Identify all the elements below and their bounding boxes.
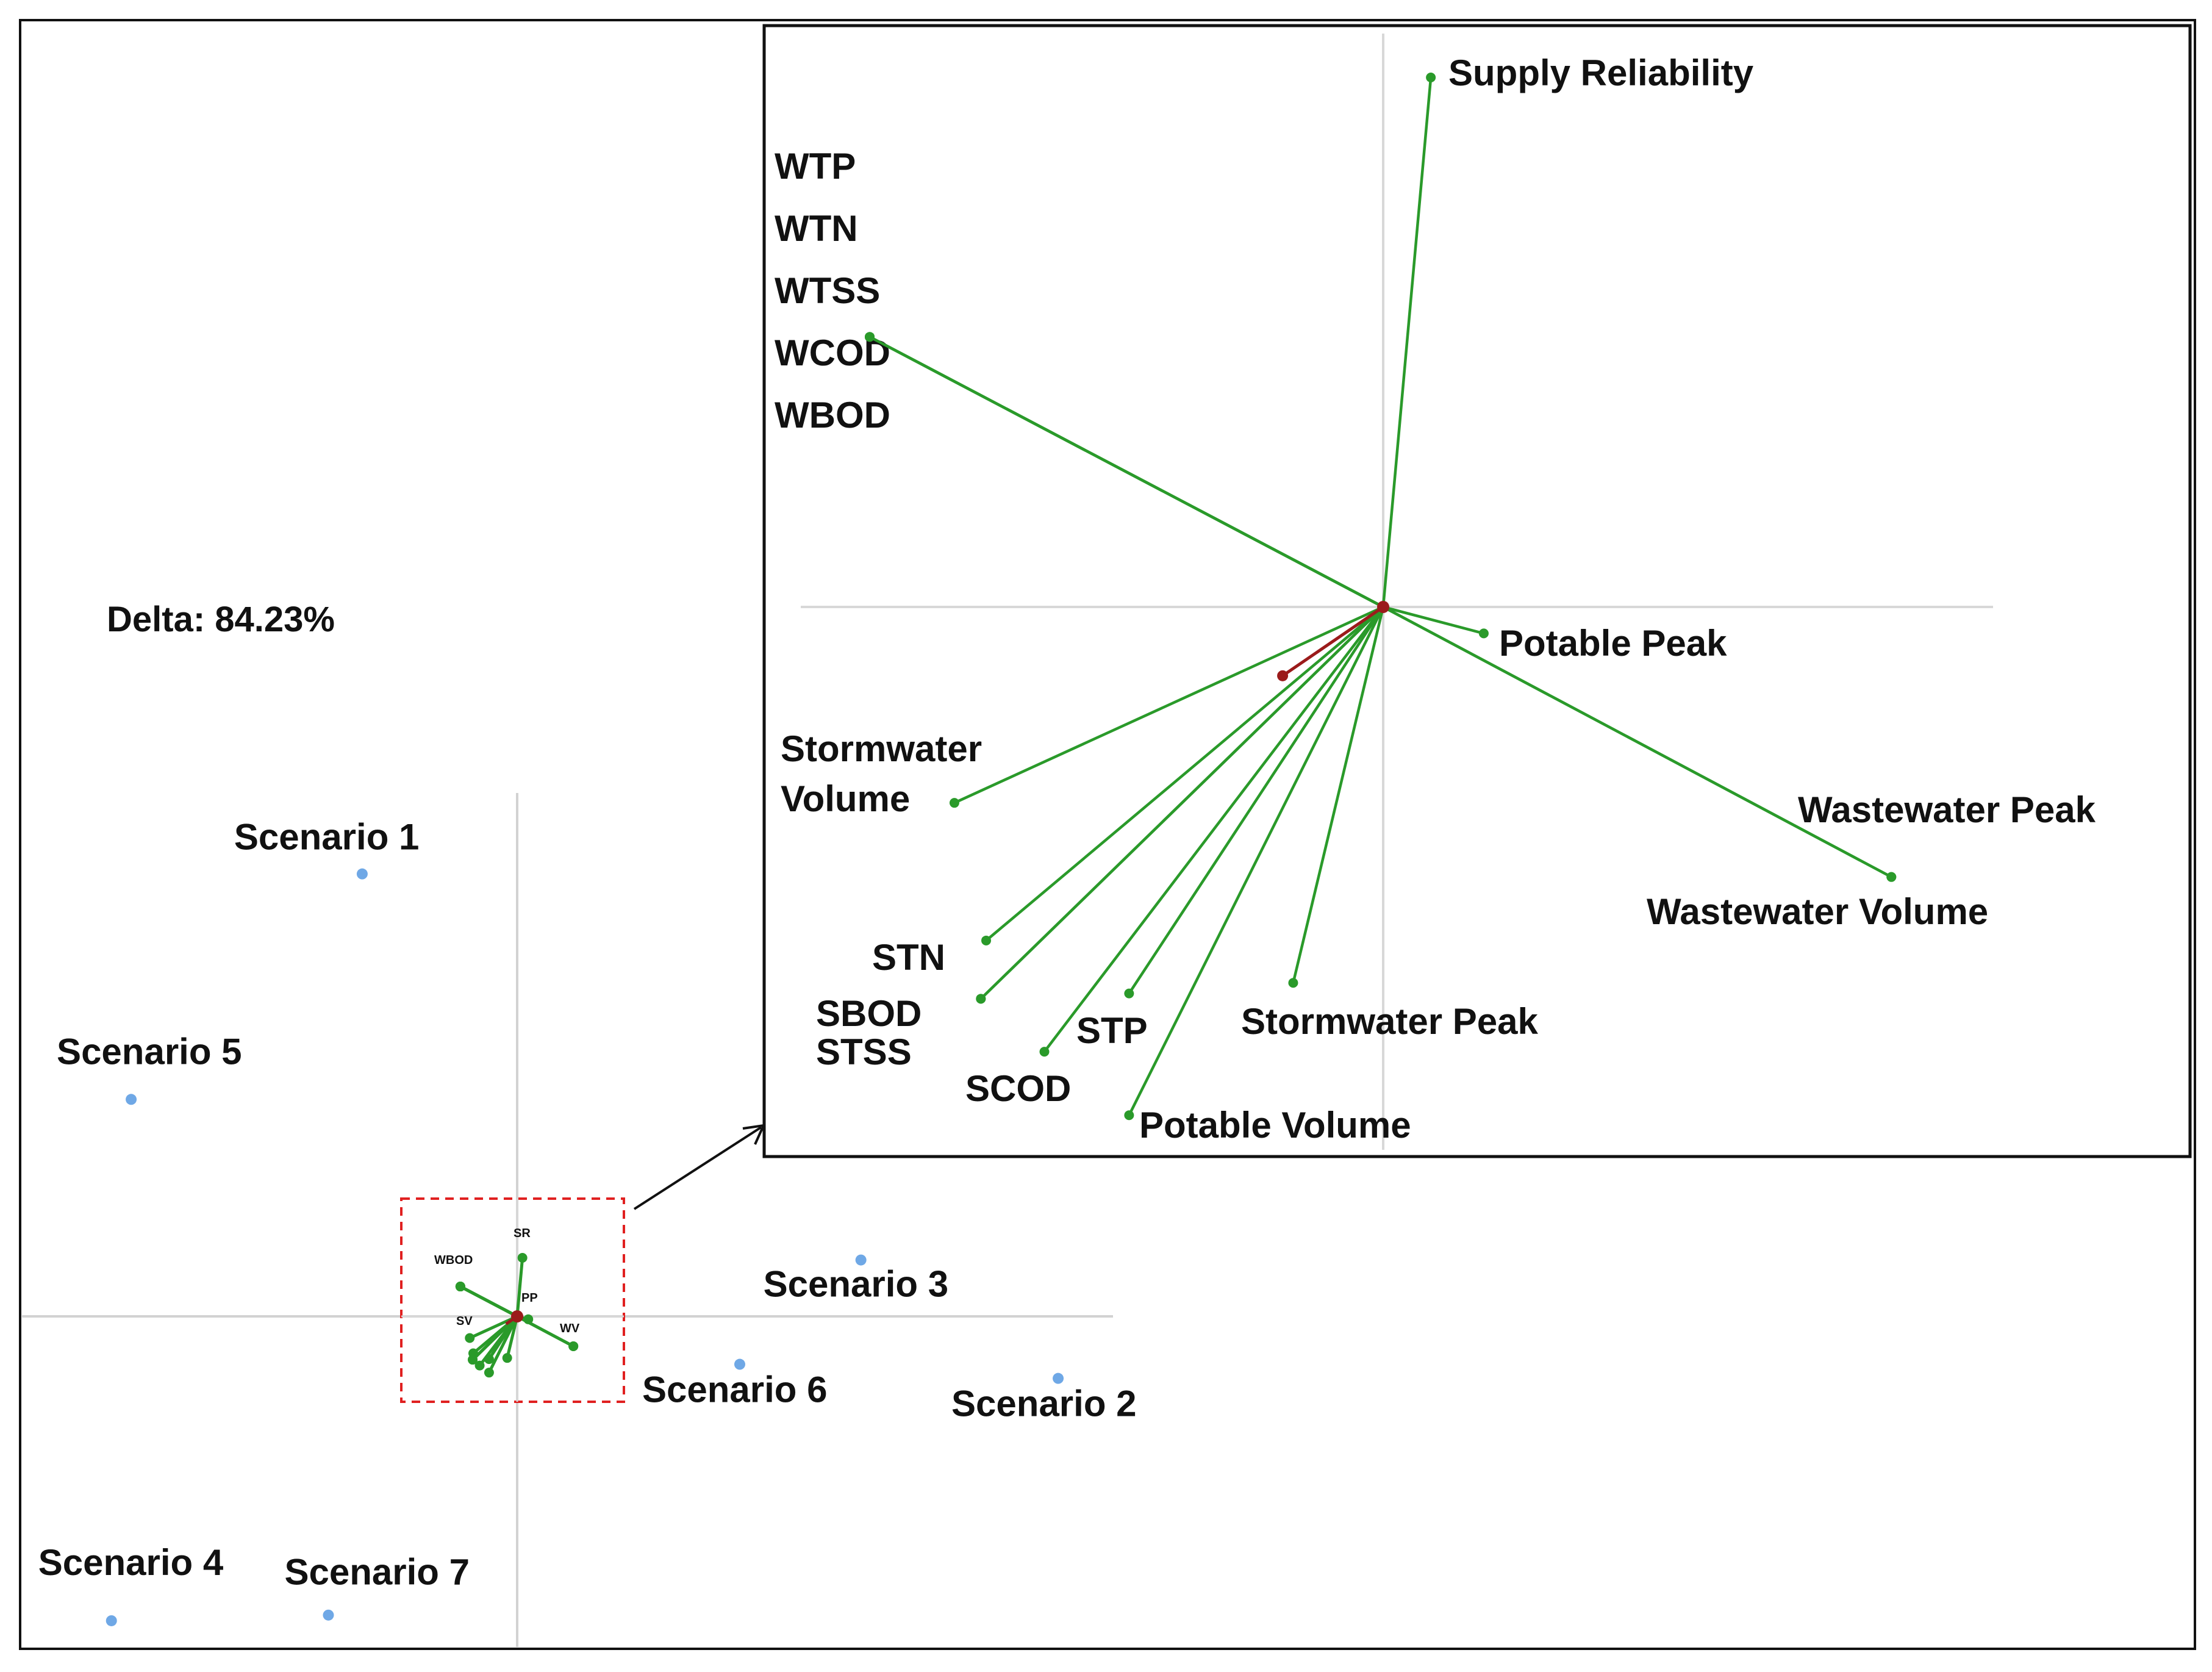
inset-stp-endpoint[interactable] xyxy=(1124,988,1134,999)
scenario-1-label: Scenario 1 xyxy=(234,817,420,858)
inset-centroid-vector xyxy=(1281,605,1384,677)
inset-scod-endpoint[interactable] xyxy=(1039,1047,1050,1057)
zoom-box[interactable] xyxy=(400,1197,625,1403)
scenario-layer: Scenario 1 Scenario 2 Scenario 3 Scenario 4… xyxy=(38,817,1137,1626)
inset-supply-reliability-endpoint[interactable] xyxy=(1426,73,1436,82)
scenario-6-point[interactable] xyxy=(734,1358,745,1370)
scenario-5-label: Scenario 5 xyxy=(57,1031,242,1072)
mini-potable-volume-endpoint xyxy=(484,1368,494,1378)
mini-centroid-vector xyxy=(505,1315,518,1326)
inset-stss-label: STSS xyxy=(816,1032,912,1072)
scenario-5-point[interactable] xyxy=(126,1094,137,1105)
scenario-3-point[interactable] xyxy=(855,1254,867,1266)
inset-wastewater-volume-vector xyxy=(1382,606,1892,878)
inset-potable-volume-endpoint[interactable] xyxy=(1124,1110,1134,1121)
inset-scod-vector xyxy=(1043,606,1384,1053)
inset-wbod-label: WBOD xyxy=(775,395,890,436)
scenario-1-point[interactable] xyxy=(356,868,368,880)
inset-wastewater-volume-label: Wastewater Volume xyxy=(1647,891,1988,932)
scenario-7-label: Scenario 7 xyxy=(284,1552,469,1593)
scenario-7-point[interactable] xyxy=(323,1609,334,1621)
inset-supply-reliability-vector xyxy=(1381,77,1433,608)
mini-supply-reliability-endpoint xyxy=(517,1253,528,1263)
mini-stormwater-peak-vector xyxy=(506,1316,519,1358)
inset-stormwater-volume-vector xyxy=(953,605,1384,805)
inset-sbod-label: SBOD xyxy=(816,993,922,1034)
mini-potable-volume-vector xyxy=(487,1315,519,1374)
mini-stss-endpoint xyxy=(468,1355,478,1365)
inset-stp-vector xyxy=(1128,606,1384,994)
inset-wastewater-peak-label: Wastewater Peak xyxy=(1798,789,2096,830)
scenario-3-label: Scenario 3 xyxy=(764,1264,949,1305)
inset-stormwater-volume-endpoint[interactable] xyxy=(949,798,959,808)
inset-potable-peak-label: Potable Peak xyxy=(1499,623,1727,664)
inset-origin xyxy=(1377,601,1389,613)
mini-wastewater-volume-endpoint xyxy=(568,1341,579,1351)
mini-label-sv: SV xyxy=(456,1315,473,1328)
mini-label-wbod: WBOD xyxy=(434,1254,473,1267)
inset-panel xyxy=(762,24,2192,1158)
inset-potable-peak-vector xyxy=(1383,605,1484,635)
scenario-4-label: Scenario 4 xyxy=(38,1542,224,1583)
scenario-2-point[interactable] xyxy=(1053,1372,1064,1384)
inset-stn-label: STN xyxy=(872,937,945,978)
outer-frame xyxy=(19,19,2196,1650)
mini-label-sr: SR xyxy=(514,1227,531,1240)
inset-potable-volume-vector xyxy=(1128,606,1385,1116)
scenario-2-label: Scenario 2 xyxy=(951,1383,1137,1424)
mini-label-wv: WV xyxy=(560,1322,580,1335)
inset-stormwater-peak-label: Stormwater Peak xyxy=(1241,1001,1539,1042)
inset-potable-peak-endpoint[interactable] xyxy=(1478,628,1489,639)
inset-scod-label: SCOD xyxy=(965,1068,1071,1109)
inset-stn-endpoint[interactable] xyxy=(981,935,991,945)
mini-biplot: SR PP WV SV WBOD xyxy=(400,1197,625,1403)
mini-wbod-endpoint xyxy=(455,1282,465,1292)
inset-wbod-endpoint[interactable] xyxy=(865,332,875,342)
inset-stormwater-peak-endpoint[interactable] xyxy=(1288,978,1298,988)
inset-centroid-endpoint xyxy=(1277,670,1289,681)
scenario-4-point[interactable] xyxy=(106,1615,117,1626)
mini-supply-reliability-vector xyxy=(515,1257,524,1317)
inset-wastewater-volume-endpoint[interactable] xyxy=(1886,872,1897,882)
inset-loadings: Supply ReliabilityWTPWTNWTSSWCODWBODPota… xyxy=(775,52,2096,1146)
inset-supply-reliability-label: Supply Reliability xyxy=(1448,52,1754,93)
mini-wbod-vector xyxy=(459,1285,518,1318)
mini-scod-endpoint xyxy=(474,1360,485,1371)
inset-wbod-vector xyxy=(868,335,1384,608)
mini-stormwater-peak-endpoint xyxy=(502,1353,512,1363)
inset-wtn-label: WTN xyxy=(775,208,858,249)
inset-stss-endpoint[interactable] xyxy=(976,994,986,1004)
inset-stn-vector xyxy=(985,606,1384,942)
mini-wastewater-volume-vector xyxy=(516,1315,574,1348)
inset-stss-vector xyxy=(979,606,1384,1000)
mini-scod-vector xyxy=(478,1315,518,1367)
inset-stormwater-peak-vector xyxy=(1292,606,1385,983)
inset-wtp-label: WTP xyxy=(775,146,856,187)
scenario-6-label: Scenario 6 xyxy=(642,1369,828,1410)
mini-label-pp: PP xyxy=(521,1291,538,1305)
zoom-connector-arrow xyxy=(633,1124,766,1210)
delta-annotation: Delta: 84.23% xyxy=(107,600,335,639)
inset-potable-volume-label: Potable Volume xyxy=(1139,1105,1411,1146)
inset-stp-label: STP xyxy=(1076,1010,1148,1051)
inset-wtss-label: WTSS xyxy=(775,270,880,311)
mini-stormwater-volume-endpoint xyxy=(465,1333,475,1343)
